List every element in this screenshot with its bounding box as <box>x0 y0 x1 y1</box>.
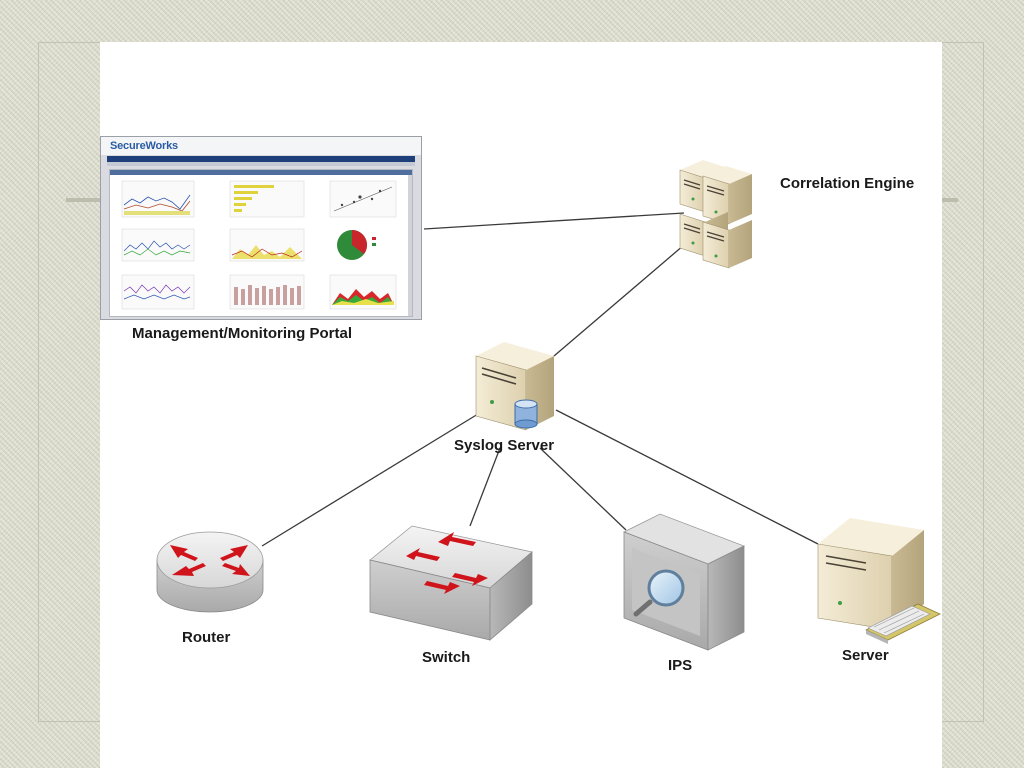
portal-dashboard <box>109 169 413 317</box>
connector-lines <box>261 212 819 547</box>
portal-subnav-bar <box>107 162 415 166</box>
portal-label: Management/Monitoring Portal <box>132 325 352 342</box>
portal-nav-bar <box>107 156 415 162</box>
widget-scatter-1 <box>329 180 397 218</box>
widget-line-chart-2 <box>121 228 195 262</box>
widget-area-chart-2 <box>229 228 305 262</box>
edge-syslog-switch <box>469 447 501 527</box>
edge-syslog-server <box>555 409 819 545</box>
widget-bar-chart-1 <box>229 180 305 218</box>
magnifier-icon <box>633 569 685 617</box>
syslog-server-label: Syslog Server <box>454 437 554 454</box>
switch-label: Switch <box>422 649 470 666</box>
router-icon <box>156 531 264 613</box>
widget-line-chart-1 <box>121 180 195 218</box>
router-label: Router <box>182 629 230 646</box>
correlation-engine-icon <box>679 160 752 269</box>
portal-dashboard-widgets <box>121 180 397 310</box>
server-icon <box>817 518 941 644</box>
portal-dashboard-titlebar <box>110 170 412 175</box>
widget-line-chart-3 <box>121 274 195 310</box>
edge-syslog-correlation <box>553 244 685 357</box>
edge-syslog-ips <box>539 447 627 531</box>
ips-icon <box>623 513 745 651</box>
portal-scrollbar <box>408 175 412 316</box>
portal-screenshot: SecureWorks <box>100 136 422 320</box>
widget-pie-chart <box>337 230 376 260</box>
switch-icon <box>369 525 533 641</box>
ips-label: IPS <box>668 657 692 674</box>
database-icon <box>514 399 538 429</box>
widget-bar-chart-3 <box>229 274 305 310</box>
widget-area-chart-3 <box>329 274 397 310</box>
server-label: Server <box>842 647 889 664</box>
edge-syslog-router <box>261 413 479 547</box>
keyboard-icon <box>865 603 941 644</box>
portal-header: SecureWorks <box>101 137 421 155</box>
edge-portal-correlation <box>423 212 685 230</box>
syslog-server-icon <box>475 342 554 431</box>
correlation-engine-label: Correlation Engine <box>780 175 914 192</box>
portal-logo: SecureWorks <box>110 140 178 152</box>
